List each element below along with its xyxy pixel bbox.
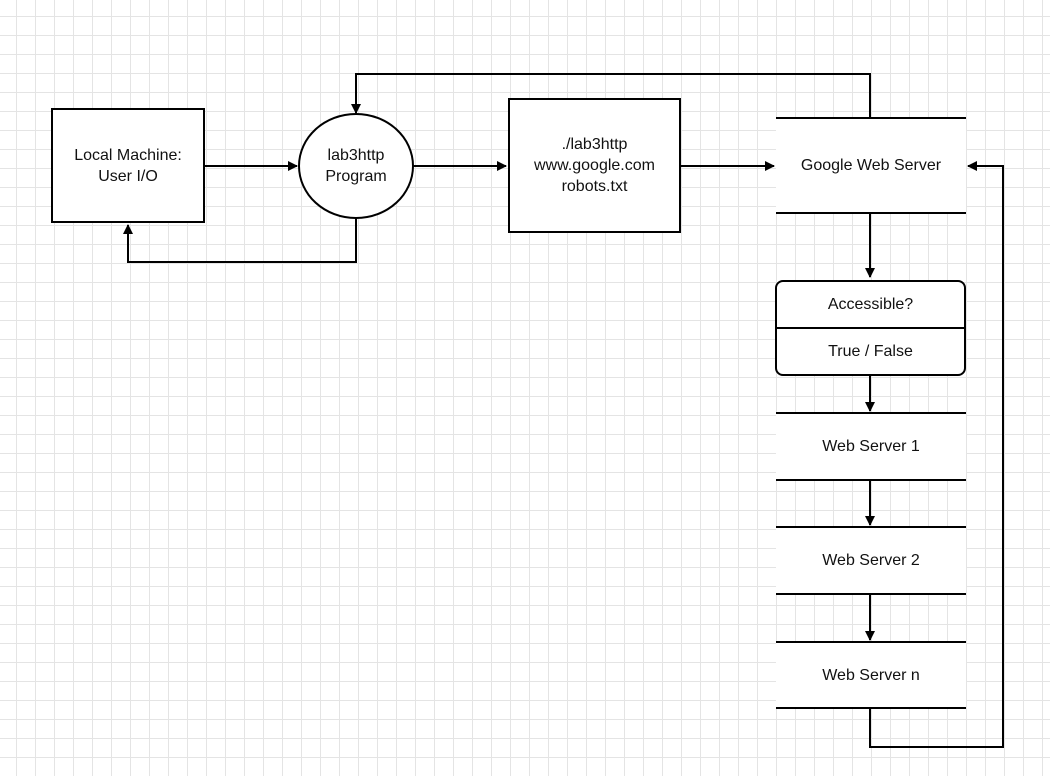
accessible-question-label: Accessible? xyxy=(827,296,914,313)
arrow-program-to-local xyxy=(123,218,357,263)
web-server-2-box[interactable]: Web Server 2 xyxy=(776,526,966,595)
program-node[interactable]: lab3http Program xyxy=(298,113,414,219)
web-server-n-box[interactable]: Web Server n xyxy=(776,641,966,709)
web-server-2-label: Web Server 2 xyxy=(822,552,920,569)
program-label: lab3http Program xyxy=(325,147,387,185)
web-server-1-box[interactable]: Web Server 1 xyxy=(776,412,966,481)
google-server-label: Google Web Server xyxy=(800,157,942,174)
command-box[interactable]: ./lab3http www.google.com robots.txt xyxy=(508,98,681,233)
accessible-answer-cell: True / False xyxy=(777,329,964,374)
local-machine-label: Local Machine: User I/O xyxy=(74,146,182,185)
web-server-n-label: Web Server n xyxy=(822,666,920,684)
accessible-answer-label: True / False xyxy=(828,343,913,360)
command-label: ./lab3http www.google.com robots.txt xyxy=(534,136,655,195)
google-server-box[interactable]: Google Web Server xyxy=(776,117,966,214)
accessible-decision-box[interactable]: Accessible? True / False xyxy=(775,280,966,376)
web-server-1-label: Web Server 1 xyxy=(822,438,920,455)
accessible-question-cell: Accessible? xyxy=(777,282,964,329)
arrow-wsn-to-google xyxy=(869,161,1004,748)
local-machine-box[interactable]: Local Machine: User I/O xyxy=(51,108,205,223)
arrow-google-to-program xyxy=(351,73,871,118)
